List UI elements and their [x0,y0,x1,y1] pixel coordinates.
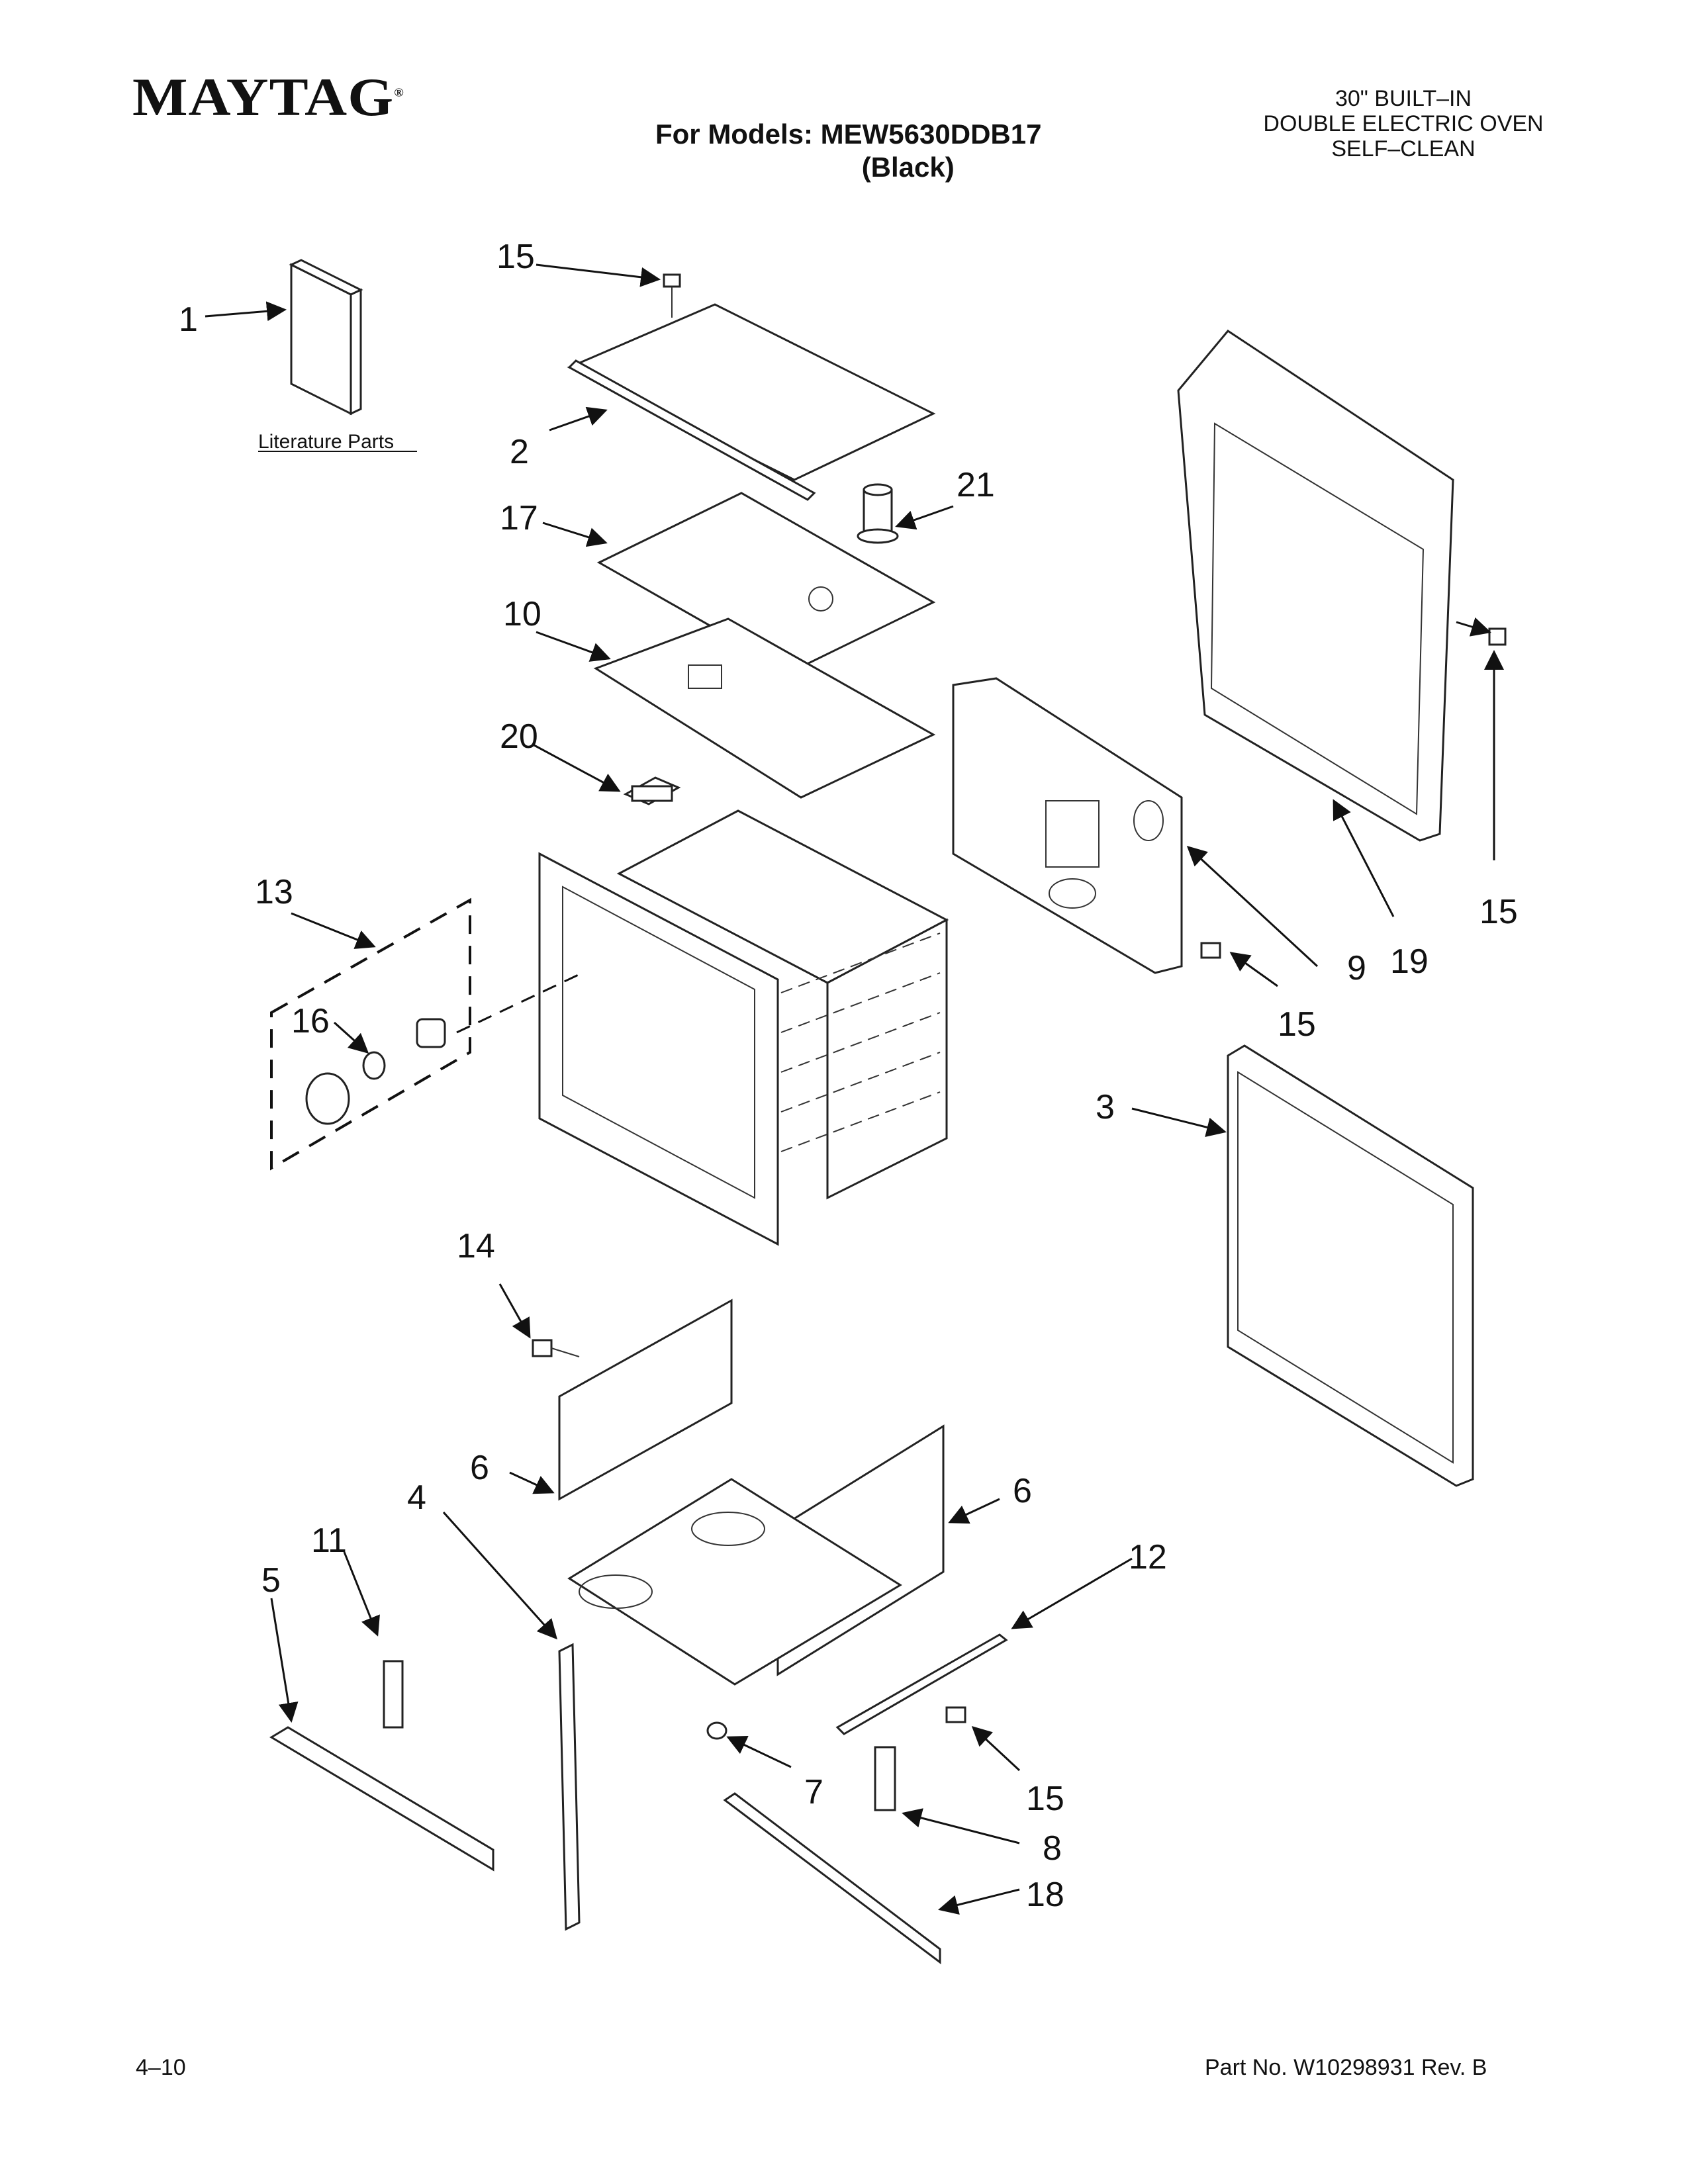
literature-parts-label: Literature Parts [258,431,394,453]
callout-6-right: 6 [1013,1472,1032,1510]
mounting-rail [835,1633,1008,1735]
bracket [874,1746,896,1811]
callout-3: 3 [1096,1088,1115,1126]
top-panel [567,303,936,501]
vent-tube [857,483,899,544]
callout-12: 12 [1129,1538,1167,1576]
screw-rail [945,1706,966,1723]
callout-9: 9 [1347,949,1366,987]
literature-booklet [289,259,363,416]
callout-numbers: 1 15 2 21 17 10 20 13 16 9 19 15 15 3 14… [179,238,1518,1914]
leader-lines [205,263,1504,1915]
part-number: Part No. W10298931 Rev. B [1205,2055,1487,2080]
callout-10: 10 [503,595,541,633]
callout-5: 5 [261,1561,281,1600]
callout-4: 4 [407,1479,426,1517]
rear-panel [952,677,1183,974]
callout-11: 11 [311,1522,347,1560]
hole-plug [706,1721,727,1740]
callout-15-top: 15 [496,238,535,276]
oven-light-assembly [270,897,583,1171]
side-panel [1227,1044,1474,1487]
page-number: 4–10 [136,2055,186,2080]
callout-19: 19 [1390,942,1429,981]
callout-17: 17 [500,499,538,537]
strap [383,1660,404,1729]
callout-7: 7 [804,1773,823,1811]
screw-top [663,273,681,318]
door-switch [623,776,681,805]
callout-6-left: 6 [470,1449,489,1487]
callout-20: 20 [500,717,538,756]
screw-rear [1200,942,1221,959]
screw-wrap [1488,627,1507,646]
callout-15-wrap: 15 [1479,893,1518,931]
brand-logo: MAYTAG® [132,67,404,127]
vertical-trim [558,1643,581,1931]
model-info: For Models: MEW5630DDB17 (Black) [655,118,1041,184]
callout-1: 1 [179,300,198,339]
callout-21: 21 [957,466,995,504]
callout-13: 13 [255,873,293,911]
cabinet-base [558,1298,945,1686]
insulation-pad [593,617,936,799]
callout-14: 14 [457,1227,495,1265]
outer-wrap [1177,330,1454,842]
rear-trim [723,1792,941,1965]
model-number: For Models: MEW5630DDB17 [655,118,1042,150]
bottom-trim [269,1726,494,1872]
oven-cavity [538,809,949,1246]
callout-8: 8 [1043,1829,1062,1868]
screw-14 [532,1339,580,1357]
model-color: (Black) [861,152,955,183]
callout-15-rail: 15 [1026,1780,1064,1818]
callout-16: 16 [291,1002,330,1040]
product-description: 30" BUILT–IN DOUBLE ELECTRIC OVEN SELF–C… [1263,86,1544,161]
callout-15-rear: 15 [1278,1005,1316,1044]
callout-18: 18 [1026,1876,1064,1914]
callout-2: 2 [510,433,529,471]
